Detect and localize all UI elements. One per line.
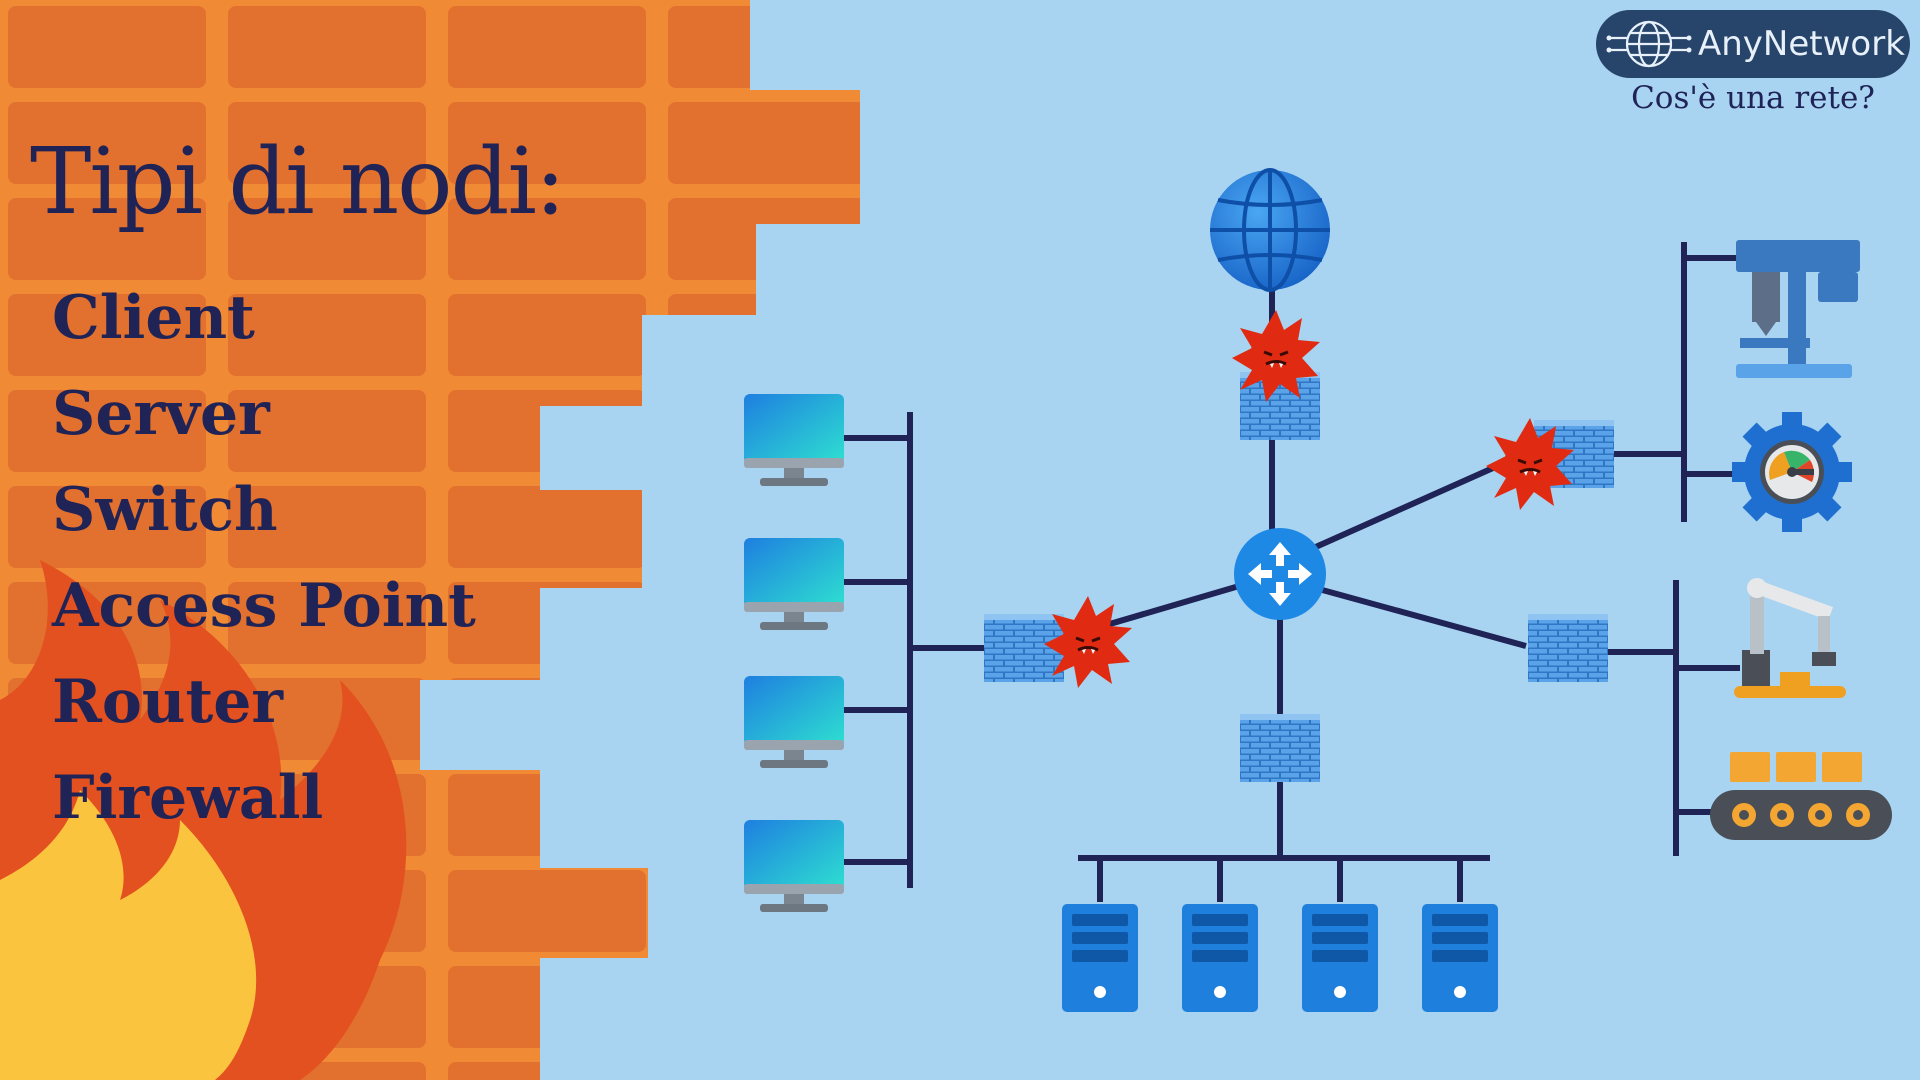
node-type-access-point: Access Point bbox=[52, 571, 476, 641]
firewall-icon-bottom bbox=[1240, 714, 1320, 782]
node-type-firewall: Firewall bbox=[52, 763, 324, 833]
robot-arm-icon bbox=[1734, 578, 1846, 698]
slide-title: Tipi di nodi: bbox=[30, 128, 566, 235]
conveyor-icon bbox=[1710, 752, 1892, 840]
client-monitor-1 bbox=[744, 394, 844, 486]
client-monitor-3 bbox=[744, 676, 844, 768]
server-2 bbox=[1182, 904, 1258, 1012]
globe-circuit-icon bbox=[1606, 20, 1692, 68]
brand-name: AnyNetwork bbox=[1698, 24, 1905, 64]
brand-badge: AnyNetwork bbox=[1596, 10, 1910, 78]
flame-icon bbox=[0, 560, 407, 1080]
server-3 bbox=[1302, 904, 1378, 1012]
video-subtitle: Cos'è una rete? bbox=[1631, 80, 1875, 116]
drill-press-icon bbox=[1736, 240, 1860, 378]
globe-icon bbox=[1210, 168, 1330, 292]
node-type-router: Router bbox=[52, 667, 284, 737]
firewall-icon-lower-right bbox=[1528, 614, 1608, 682]
server-4 bbox=[1422, 904, 1498, 1012]
router-icon bbox=[1234, 528, 1326, 620]
node-type-server: Server bbox=[52, 379, 270, 449]
client-monitor-2 bbox=[744, 538, 844, 630]
client-monitor-4 bbox=[744, 820, 844, 912]
gauge-gear-icon bbox=[1732, 412, 1852, 532]
node-type-switch: Switch bbox=[52, 475, 278, 545]
node-type-client: Client bbox=[52, 283, 255, 353]
node-types-list: Client Server Switch Access Point Router… bbox=[52, 270, 476, 846]
server-1 bbox=[1062, 904, 1138, 1012]
